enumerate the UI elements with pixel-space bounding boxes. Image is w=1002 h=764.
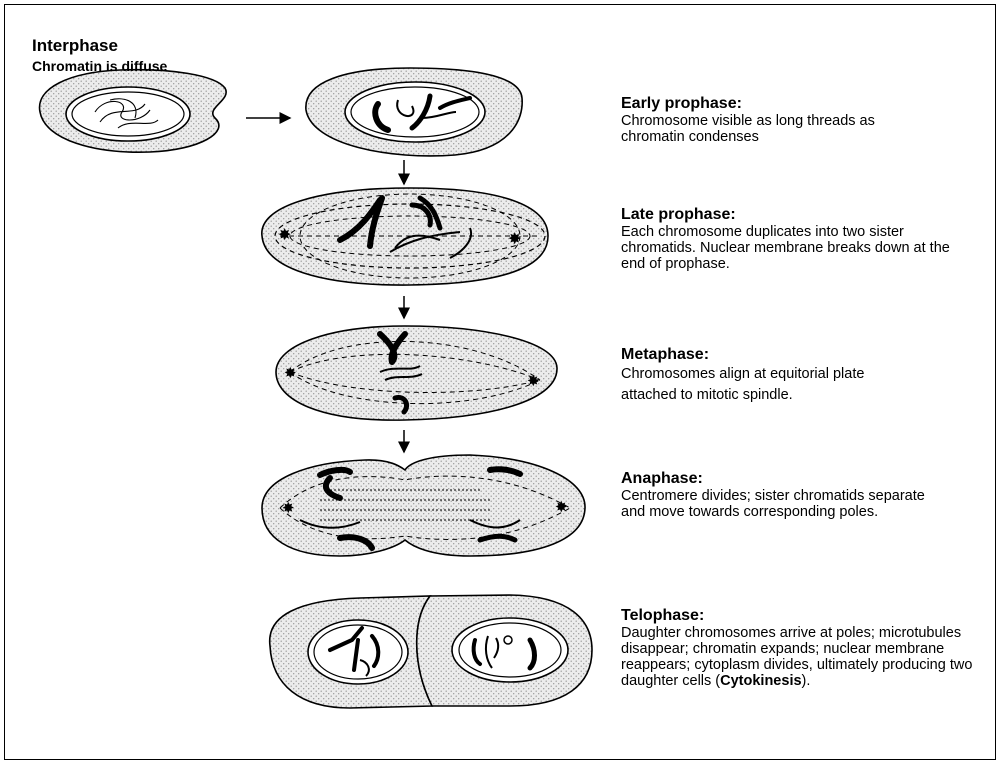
late-prophase-cell: ✸ ✸ bbox=[262, 188, 548, 285]
anaphase-text: Centromere divides; sister chromatids se… bbox=[621, 488, 951, 520]
svg-text:✸: ✸ bbox=[284, 364, 297, 382]
interphase-cell bbox=[40, 70, 227, 153]
metaphase-heading: Metaphase: bbox=[621, 346, 991, 364]
telophase-label: Telophase: Daughter chromosomes arrive a… bbox=[621, 607, 991, 689]
metaphase-text: Chromosomes align at equitorial plate at… bbox=[621, 364, 896, 406]
telophase-heading: Telophase: bbox=[621, 607, 991, 625]
metaphase-label: Metaphase: Chromosomes align at equitori… bbox=[621, 346, 991, 406]
late-prophase-label: Late prophase: Each chromosome duplicate… bbox=[621, 206, 991, 272]
telophase-text-after: ). bbox=[802, 673, 811, 689]
early-prophase-label: Early prophase: Chromosome visible as lo… bbox=[621, 95, 991, 145]
svg-text:✸: ✸ bbox=[555, 498, 568, 516]
metaphase-cell: ✸ ✸ bbox=[276, 326, 557, 420]
interphase-title: Interphase bbox=[32, 36, 118, 57]
svg-text:✸: ✸ bbox=[527, 372, 540, 390]
cytokinesis-term: Cytokinesis bbox=[720, 673, 801, 689]
early-prophase-heading: Early prophase: bbox=[621, 95, 991, 113]
late-prophase-text: Each chromosome duplicates into two sist… bbox=[621, 224, 951, 272]
anaphase-label: Anaphase: Centromere divides; sister chr… bbox=[621, 470, 991, 520]
anaphase-cell: ✸ ✸ bbox=[262, 455, 585, 556]
svg-text:✸: ✸ bbox=[508, 229, 521, 248]
late-prophase-heading: Late prophase: bbox=[621, 206, 991, 224]
interphase-subtitle: Chromatin is diffuse bbox=[32, 58, 167, 75]
svg-text:✸: ✸ bbox=[282, 499, 295, 517]
early-prophase-cell bbox=[306, 68, 522, 156]
telophase-cells bbox=[270, 595, 592, 708]
early-prophase-text: Chromosome visible as long threads as ch… bbox=[621, 113, 881, 145]
svg-text:✸: ✸ bbox=[278, 225, 291, 244]
telophase-text: Daughter chromosomes arrive at poles; mi… bbox=[621, 625, 989, 689]
anaphase-heading: Anaphase: bbox=[621, 470, 991, 488]
